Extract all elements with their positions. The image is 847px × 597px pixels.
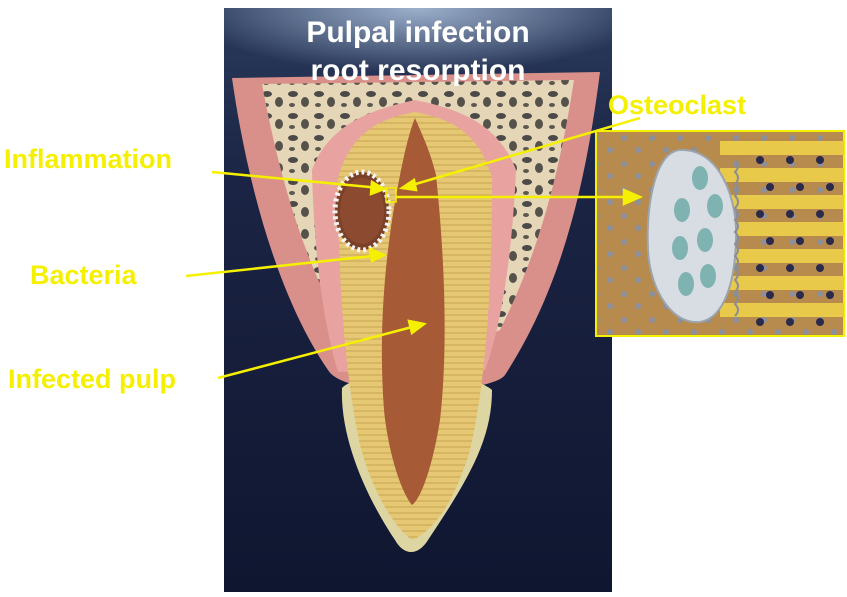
- title-line-2: root resorption: [248, 56, 588, 86]
- label-infected-pulp: Infected pulp: [8, 366, 176, 393]
- title-line-1: Pulpal infection: [248, 18, 588, 48]
- label-bacteria: Bacteria: [30, 262, 137, 289]
- osteoclast-inset: [596, 131, 844, 336]
- label-osteoclast: Osteoclast: [608, 92, 746, 119]
- label-inflammation: Inflammation: [4, 146, 172, 173]
